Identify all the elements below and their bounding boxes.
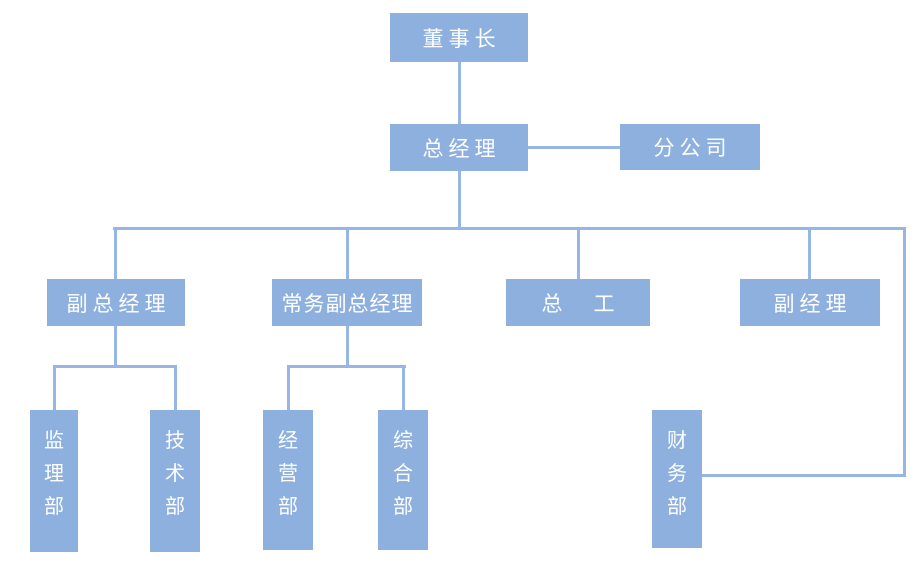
node-general-affairs-dept[interactable]: 综合部 (378, 410, 428, 550)
node-operation-dept[interactable]: 经营部 (263, 410, 313, 550)
connector-stub-general (402, 365, 405, 410)
connector-finance-horizontal (702, 474, 906, 477)
node-finance-dept-label: 财务部 (667, 428, 687, 518)
node-deputy-manager[interactable]: 副经理 (740, 279, 880, 326)
connector-chairman-gm (458, 62, 461, 124)
connector-edgm-horizontal (287, 365, 406, 368)
connector-dgm-down (114, 326, 117, 367)
connector-main-horizontal (113, 227, 906, 230)
connector-dgm-horizontal (53, 365, 177, 368)
node-executive-deputy-general-manager-label: 常务副总经理 (281, 291, 414, 316)
node-deputy-manager-label: 副经理 (773, 291, 852, 316)
node-supervision-dept[interactable]: 监理部 (30, 410, 78, 552)
node-deputy-general-manager[interactable]: 副总经理 (47, 279, 185, 326)
node-technology-dept[interactable]: 技术部 (150, 410, 200, 552)
connector-drop-dm (808, 227, 811, 279)
node-technology-dept-label: 技术部 (165, 428, 185, 518)
node-executive-deputy-general-manager[interactable]: 常务副总经理 (272, 279, 422, 326)
node-general-affairs-dept-label: 综合部 (393, 428, 413, 518)
connector-gm-down (458, 171, 461, 228)
node-supervision-dept-label: 监理部 (44, 428, 64, 518)
node-chairman[interactable]: 董事长 (390, 13, 528, 62)
connector-drop-dgm (114, 227, 117, 279)
node-branch-company[interactable]: 分公司 (620, 124, 760, 170)
connector-stub-operation (287, 365, 290, 410)
node-branch-company-label: 分公司 (653, 136, 732, 160)
connector-drop-chief (577, 227, 580, 279)
node-finance-dept[interactable]: 财务部 (652, 410, 702, 548)
connector-gm-branch (528, 146, 620, 149)
node-deputy-general-manager-label: 副总经理 (66, 291, 171, 316)
node-general-manager-label: 总经理 (422, 136, 501, 161)
connector-edgm-down (346, 326, 349, 367)
connector-right-vertical (903, 227, 906, 477)
node-chairman-label: 董事长 (422, 26, 501, 51)
node-operation-dept-label: 经营部 (278, 428, 298, 518)
node-chief-engineer[interactable]: 总 工 (506, 279, 650, 326)
connector-stub-technology (174, 365, 177, 410)
connector-drop-edgm (346, 227, 349, 279)
node-general-manager[interactable]: 总经理 (390, 124, 528, 171)
node-chief-engineer-label: 总 工 (541, 291, 620, 316)
connector-stub-supervision (53, 365, 56, 410)
